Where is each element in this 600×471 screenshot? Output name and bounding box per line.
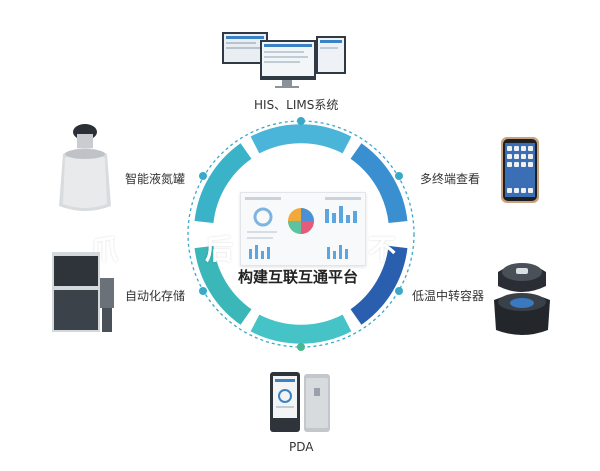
label-auto-storage: 自动化存储	[125, 289, 186, 303]
label-smart-tank: 智能液氮罐	[125, 172, 186, 186]
dashboard-screen-icon	[240, 192, 366, 266]
connector-dots	[199, 117, 403, 351]
label-pda: PDA	[289, 440, 314, 454]
outer-dashed-ring	[187, 120, 415, 348]
automated-storage-icon	[50, 250, 116, 334]
label-multi-terminal: 多终端查看	[420, 172, 481, 186]
segmented-ring	[194, 124, 408, 344]
overlay-right: 不	[368, 233, 399, 266]
label-transfer-container: 低温中转容器	[412, 289, 485, 303]
pda-device-icon	[266, 370, 336, 434]
label-his-lims: HIS、LIMS系统	[254, 98, 339, 112]
overlay-middle: 后	[205, 233, 236, 266]
liquid-nitrogen-tank-icon	[55, 118, 115, 218]
watermark-overlay: 爪 后 不	[0, 226, 600, 266]
transfer-container-icon	[488, 250, 556, 340]
smartphone-icon	[500, 136, 540, 204]
center-title: 构建互联互通平台	[237, 268, 358, 286]
computer-monitors-icon	[220, 30, 348, 90]
